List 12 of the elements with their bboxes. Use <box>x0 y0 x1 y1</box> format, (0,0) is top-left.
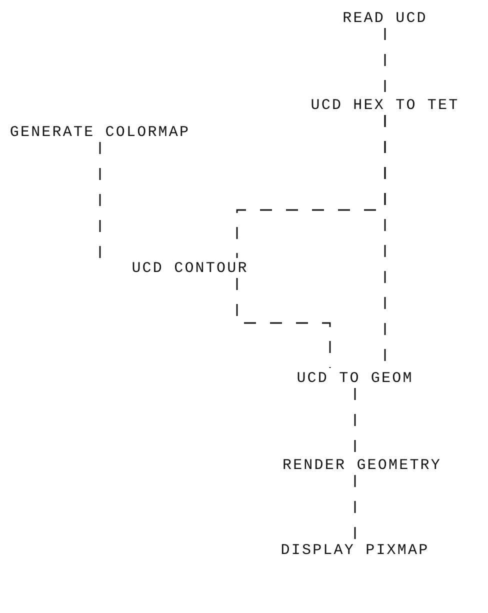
connector-line <box>236 278 331 368</box>
connector-line <box>354 388 356 455</box>
connector-line <box>99 142 101 258</box>
step-label: DISPLAY PIXMAP <box>280 542 430 558</box>
connector-line <box>384 28 386 95</box>
connector-line <box>354 475 356 540</box>
step-label: RENDER GEOMETRY <box>282 458 442 472</box>
step-label: GENERATE COLORMAP <box>10 124 190 140</box>
step-label: UCD TO GEOM <box>296 370 414 386</box>
step-label: READ UCD <box>342 10 428 26</box>
step-label: UCD CONTOUR <box>132 260 248 276</box>
step-label: UCD HEX TO TET <box>310 98 460 112</box>
